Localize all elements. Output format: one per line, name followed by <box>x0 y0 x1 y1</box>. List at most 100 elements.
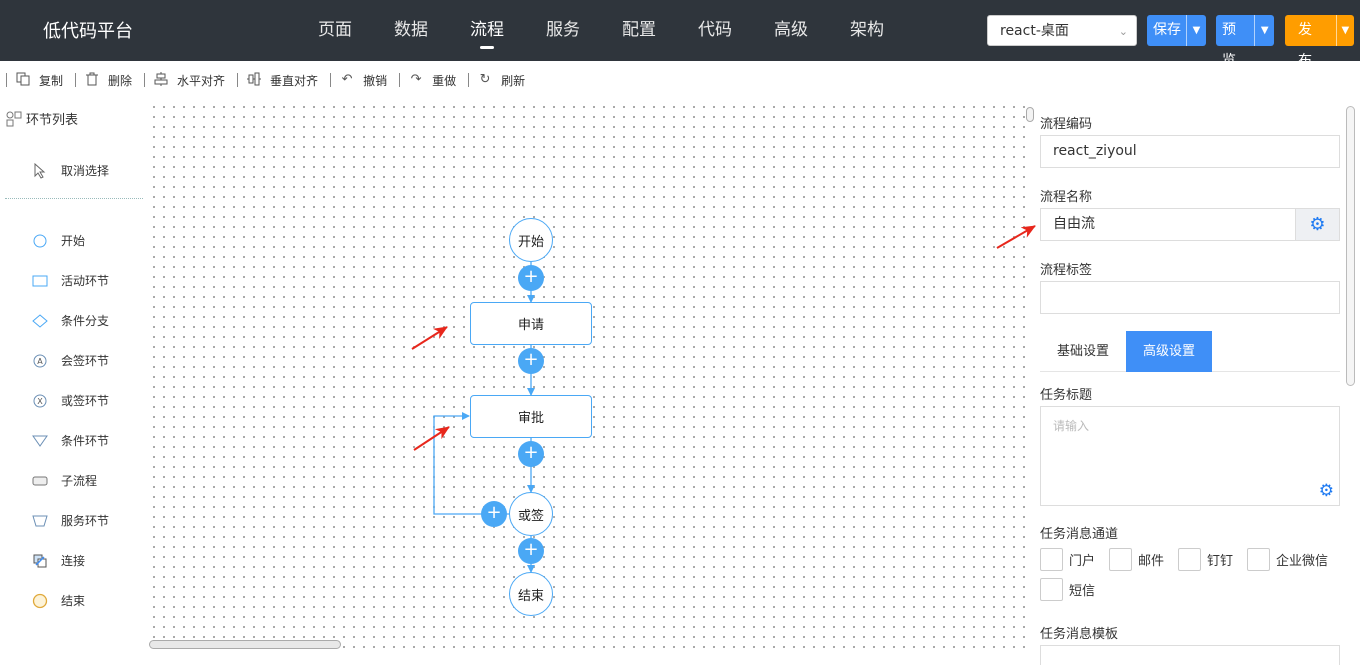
palette-item-end[interactable]: 结束 <box>31 592 85 609</box>
checkbox-sms[interactable]: 短信 <box>1040 578 1095 601</box>
add-node-button[interactable]: + <box>518 538 544 564</box>
checkbox-dingtalk[interactable]: 钉钉 <box>1178 548 1233 571</box>
nav-item-pages[interactable]: 页面 <box>318 20 352 40</box>
publish-dropdown-caret-icon[interactable]: ▼ <box>1335 15 1354 46</box>
palette-item-service[interactable]: 服务环节 <box>31 512 109 529</box>
publish-button[interactable]: 发布 ▼ <box>1285 15 1354 69</box>
project-select[interactable]: react-桌面 ⌄ <box>987 15 1137 46</box>
nav-item-advanced[interactable]: 高级 <box>774 20 808 40</box>
palette-item-start[interactable]: 开始 <box>31 232 85 249</box>
process-tag-label: 流程标签 <box>1040 263 1093 278</box>
nav-item-process[interactable]: 流程 <box>449 0 525 61</box>
palette-item-condition-branch[interactable]: 条件分支 <box>31 312 109 329</box>
tab-basic-settings[interactable]: 基础设置 <box>1056 344 1109 359</box>
palette-divider <box>5 198 143 199</box>
add-node-button[interactable]: + <box>518 265 544 291</box>
gear-icon[interactable]: ⚙ <box>1318 481 1334 501</box>
palette-item-activity[interactable]: 活动环节 <box>31 272 109 289</box>
preview-button[interactable]: 预览 ▼ <box>1216 15 1274 69</box>
toolbar-divider <box>330 73 332 87</box>
nav-item-service[interactable]: 服务 <box>546 20 580 40</box>
canvas-vertical-scrollbar[interactable] <box>1026 107 1034 122</box>
palette-item-label: 条件环节 <box>61 434 110 448</box>
nav-item-config[interactable]: 配置 <box>622 20 656 40</box>
palette-item-label: 活动环节 <box>61 274 110 288</box>
deselect-label: 取消选择 <box>61 164 110 178</box>
align-horizontal-label: 水平对齐 <box>177 73 226 88</box>
nav-item-architecture[interactable]: 架构 <box>850 20 884 40</box>
flow-node-approve[interactable]: 审批 <box>470 395 592 438</box>
project-select-value: react-桌面 <box>1000 23 1069 39</box>
app-brand: 低代码平台 <box>43 21 133 42</box>
gear-icon[interactable]: ⚙ <box>1295 208 1340 241</box>
trash-icon <box>84 72 100 88</box>
task-title-placeholder: 请输入 <box>1053 419 1090 433</box>
undo-icon: ↶ <box>341 72 353 87</box>
align-horizontal-icon <box>153 72 169 88</box>
flow-node-start[interactable]: 开始 <box>509 218 553 262</box>
checkbox-box[interactable] <box>1247 548 1271 571</box>
panel-vertical-scrollbar[interactable] <box>1346 106 1355 386</box>
refresh-button[interactable]: ↻ 刷新 <box>477 72 525 89</box>
diamond-icon <box>31 313 48 328</box>
align-vertical-icon <box>246 72 262 88</box>
node-list-icon <box>6 111 22 127</box>
add-node-button[interactable]: + <box>518 348 544 374</box>
palette-title-text: 环节列表 <box>26 113 79 128</box>
copy-button[interactable]: 复制 <box>15 72 63 89</box>
checkbox-box[interactable] <box>1040 578 1063 601</box>
save-dropdown-caret-icon[interactable]: ▼ <box>1186 15 1206 46</box>
preview-dropdown-caret-icon[interactable]: ▼ <box>1254 15 1274 46</box>
toolbar-divider <box>75 73 77 87</box>
add-node-button[interactable]: + <box>481 501 507 527</box>
svg-text:A: A <box>37 357 43 366</box>
annotation-arrow <box>411 326 448 350</box>
connector-orsign-approve-loop[interactable] <box>433 412 509 515</box>
checkbox-portal[interactable]: 门户 <box>1040 548 1095 571</box>
tab-advanced-settings[interactable]: 高级设置 <box>1126 331 1212 372</box>
palette-item-subprocess[interactable]: 子流程 <box>31 472 97 489</box>
palette-item-label: 子流程 <box>61 474 98 488</box>
process-name-input[interactable]: 自由流 <box>1040 208 1296 241</box>
delete-button[interactable]: 删除 <box>84 72 132 89</box>
trapezoid-icon <box>31 514 48 528</box>
checkbox-label: 企业微信 <box>1276 554 1329 569</box>
task-title-textarea[interactable]: 请输入 ⚙ <box>1040 406 1340 506</box>
flow-node-apply[interactable]: 申请 <box>470 302 592 345</box>
align-vertical-button[interactable]: 垂直对齐 <box>246 72 318 89</box>
task-title-label: 任务标题 <box>1040 388 1093 403</box>
delete-label: 删除 <box>108 73 133 88</box>
checkbox-box[interactable] <box>1178 548 1202 571</box>
nav-item-data[interactable]: 数据 <box>394 20 428 40</box>
checkbox-box[interactable] <box>1109 548 1133 571</box>
flow-node-end[interactable]: 结束 <box>509 572 553 616</box>
message-template-input[interactable] <box>1040 645 1340 665</box>
message-template-label: 任务消息模板 <box>1040 627 1119 642</box>
flow-node-or-sign[interactable]: 或签 <box>509 492 553 536</box>
message-channel-label: 任务消息通道 <box>1040 527 1119 542</box>
or-sign-icon: X <box>31 394 48 408</box>
align-horizontal-button[interactable]: 水平对齐 <box>153 72 225 89</box>
end-circle-icon <box>31 593 48 608</box>
palette-item-connect[interactable]: 连接 <box>31 552 85 569</box>
undo-button[interactable]: ↶ 撤销 <box>339 72 387 89</box>
main-nav: 页面 数据 流程 服务 配置 代码 高级 架构 <box>297 0 905 61</box>
redo-button[interactable]: ↷ 重做 <box>408 72 456 89</box>
palette-item-or-sign[interactable]: X 或签环节 <box>31 392 109 409</box>
palette-item-condition-node[interactable]: 条件环节 <box>31 432 109 449</box>
checkbox-email[interactable]: 邮件 <box>1109 548 1164 571</box>
checkbox-box[interactable] <box>1040 548 1063 571</box>
process-tag-input[interactable] <box>1040 281 1340 314</box>
undo-label: 撤销 <box>363 73 388 88</box>
chevron-down-icon: ⌄ <box>1118 25 1128 38</box>
process-code-input[interactable]: react_ziyoul <box>1040 135 1340 168</box>
checkbox-wecom[interactable]: 企业微信 <box>1247 548 1328 571</box>
canvas-horizontal-scrollbar[interactable] <box>149 640 341 649</box>
nav-item-code[interactable]: 代码 <box>698 20 732 40</box>
checkbox-label: 门户 <box>1069 554 1096 569</box>
palette-item-countersign[interactable]: A 会签环节 <box>31 352 109 369</box>
deselect-tool[interactable]: 取消选择 <box>31 162 109 179</box>
flow-canvas[interactable] <box>145 99 1025 655</box>
save-button[interactable]: 保存 ▼ <box>1147 15 1206 46</box>
add-node-button[interactable]: + <box>518 441 544 467</box>
